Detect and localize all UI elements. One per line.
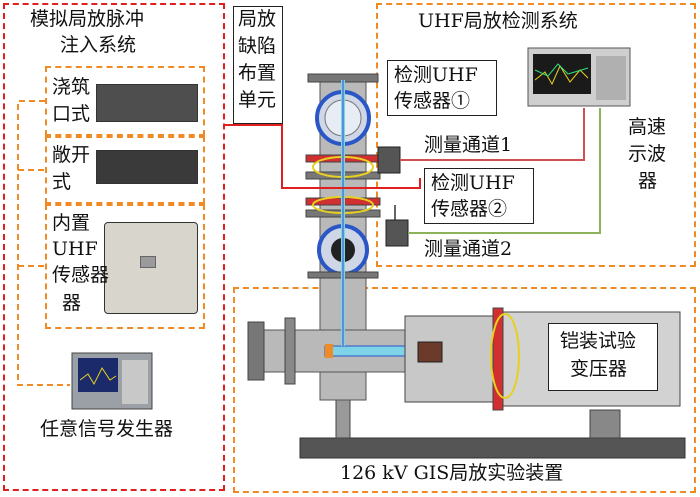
sensor2-line2: 传感器② [431, 198, 508, 220]
uhf-system-title: UHF局放检测系统 [418, 10, 578, 32]
injection-title-line1: 模拟局放脉冲 [30, 8, 145, 30]
builtin-uhf-sensor-image [104, 222, 198, 314]
signal-generator-label: 任意信号发生器 [40, 418, 174, 440]
oscilloscope-line3: 器 [638, 170, 658, 192]
sensor1-line1: 检测UHF [394, 64, 478, 86]
builtin-uhf-line2: UHF [52, 238, 98, 260]
channel1-label: 测量通道1 [424, 134, 513, 156]
injection-title-line2: 注入系统 [60, 34, 137, 56]
defect-unit-line2: 缺陷 [238, 35, 277, 57]
transformer-line2: 变压器 [570, 358, 628, 380]
defect-unit-line3: 布置 [238, 62, 277, 84]
pour-type-sample-image [96, 84, 198, 122]
oscilloscope-line2: 示波 [628, 143, 667, 165]
pour-type-line1: 浇筑 [52, 76, 91, 98]
pour-type-box [45, 66, 205, 136]
gis-setup-title: 126 kV GIS局放实验装置 [340, 462, 564, 484]
open-type-box [45, 136, 205, 204]
open-type-line2: 式 [52, 171, 72, 193]
builtin-uhf-box [45, 204, 205, 329]
transformer-label-box [548, 323, 658, 391]
injection-system-region [3, 3, 225, 491]
sensor2-line1: 检测UHF [431, 172, 515, 194]
open-type-line1: 敞开 [52, 144, 91, 166]
sensor-center-mark [140, 256, 156, 268]
defect-unit-box [233, 6, 283, 124]
uhf-detection-region [376, 3, 696, 267]
channel2-label: 测量通道2 [424, 238, 513, 260]
builtin-uhf-line1: 内置 [52, 212, 91, 234]
defect-unit-line1: 局放 [238, 8, 277, 30]
builtin-uhf-line3: 传感器 [52, 264, 110, 286]
transformer-line1: 铠装试验 [560, 330, 637, 352]
pour-type-line2: 口式 [52, 103, 91, 125]
gis-setup-region [233, 287, 696, 493]
builtin-uhf-line4: 器 [62, 292, 82, 314]
sensor1-line2: 传感器① [394, 90, 471, 112]
sensor1-label-box [387, 60, 497, 116]
oscilloscope-line1: 高速 [628, 116, 667, 138]
open-type-sample-image [96, 150, 198, 184]
sensor2-label-box [424, 168, 534, 224]
defect-unit-line4: 单元 [238, 89, 277, 111]
